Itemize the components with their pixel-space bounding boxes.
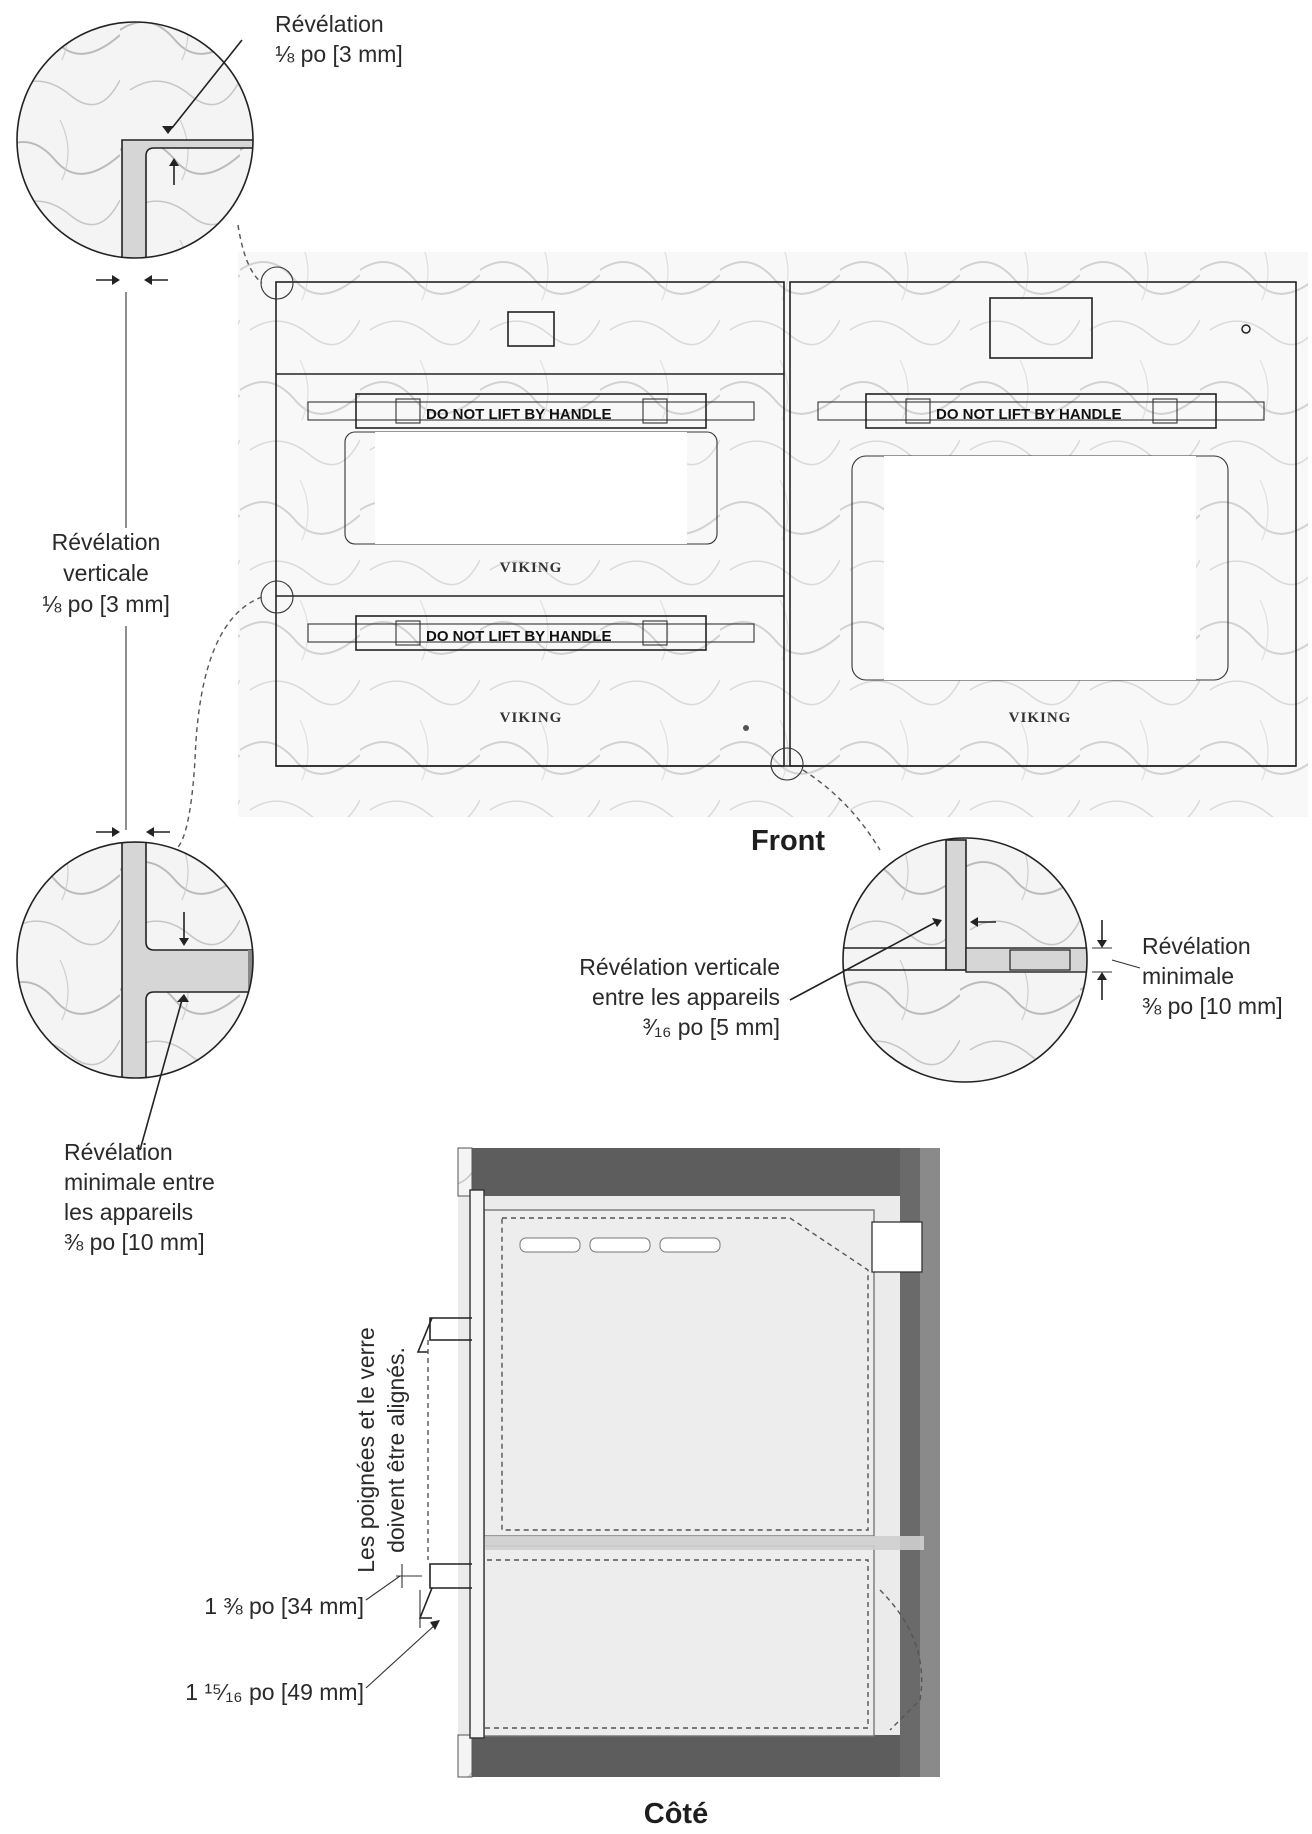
- dim-34mm: 1 ⅜ po [34 mm]: [204, 1593, 364, 1619]
- svg-text:minimale: minimale: [1142, 963, 1234, 989]
- left-oven-display: [507, 311, 555, 347]
- detail-top-corner: Révélation ⅛ po [3 mm]: [16, 11, 403, 285]
- front-view: DO NOT LIFT BY HANDLE VIKING DO NOT LIFT…: [174, 224, 1308, 857]
- svg-text:Révélation verticale: Révélation verticale: [579, 954, 780, 980]
- svg-text:entre les appareils: entre les appareils: [592, 984, 780, 1010]
- power-icon: [1241, 324, 1251, 334]
- reveal-top-value: ⅛ po [3 mm]: [275, 41, 403, 67]
- side-view: 1 ⅜ po [34 mm] 1 ¹⁵⁄₁₆ po [49 mm] Les po…: [185, 1147, 940, 1830]
- lift-warning-icon: [395, 620, 421, 646]
- svg-text:minimale entre: minimale entre: [64, 1169, 215, 1195]
- lift-warning-icon: [395, 398, 421, 424]
- lower-drawer-side: [483, 1545, 875, 1737]
- brand-logo: VIKING: [1009, 710, 1072, 726]
- detail-left-joint: Révélation minimale entre les appareils …: [16, 827, 254, 1255]
- svg-text:verticale: verticale: [63, 560, 149, 586]
- svg-text:⅛ po [3 mm]: ⅛ po [3 mm]: [42, 591, 170, 617]
- svg-text:Révélation: Révélation: [1142, 933, 1251, 959]
- right-oven-display: [989, 297, 1093, 359]
- svg-text:les appareils: les appareils: [64, 1199, 193, 1225]
- handle-warning-text: DO NOT LIFT BY HANDLE: [426, 628, 612, 645]
- dim-49mm: 1 ¹⁵⁄₁₆ po [49 mm]: [185, 1679, 364, 1705]
- lift-warning-icon: [642, 398, 668, 424]
- brand-logo: VIKING: [500, 710, 563, 726]
- front-title: Front: [751, 825, 825, 857]
- lift-warning-icon: [642, 620, 668, 646]
- lift-warning-icon: [905, 398, 931, 424]
- svg-text:doivent être alignés.: doivent être alignés.: [383, 1347, 409, 1553]
- svg-text:⅜ po [10 mm]: ⅜ po [10 mm]: [1142, 993, 1283, 1019]
- reveal-top-label: Révélation: [275, 11, 384, 37]
- handle-warning-text: DO NOT LIFT BY HANDLE: [936, 406, 1122, 423]
- detail-bottom-joint: Révélation verticale entre les appareils…: [579, 837, 1283, 1083]
- handle-warning-text: DO NOT LIFT BY HANDLE: [426, 406, 612, 423]
- svg-text:⅜ po [10 mm]: ⅜ po [10 mm]: [64, 1229, 205, 1255]
- side-title: Côté: [644, 1798, 708, 1830]
- brand-logo: VIKING: [500, 560, 563, 576]
- svg-text:³⁄₁₆ po [5 mm]: ³⁄₁₆ po [5 mm]: [643, 1014, 780, 1040]
- svg-text:Les poignées et le verre: Les poignées et le verre: [353, 1327, 379, 1573]
- upper-oven-side: [483, 1209, 875, 1537]
- lift-warning-icon: [1152, 398, 1178, 424]
- svg-text:Révélation: Révélation: [52, 529, 161, 555]
- vertical-reveal-callout: Révélation verticale ⅛ po [3 mm]: [42, 292, 170, 830]
- svg-text:Révélation: Révélation: [64, 1139, 173, 1165]
